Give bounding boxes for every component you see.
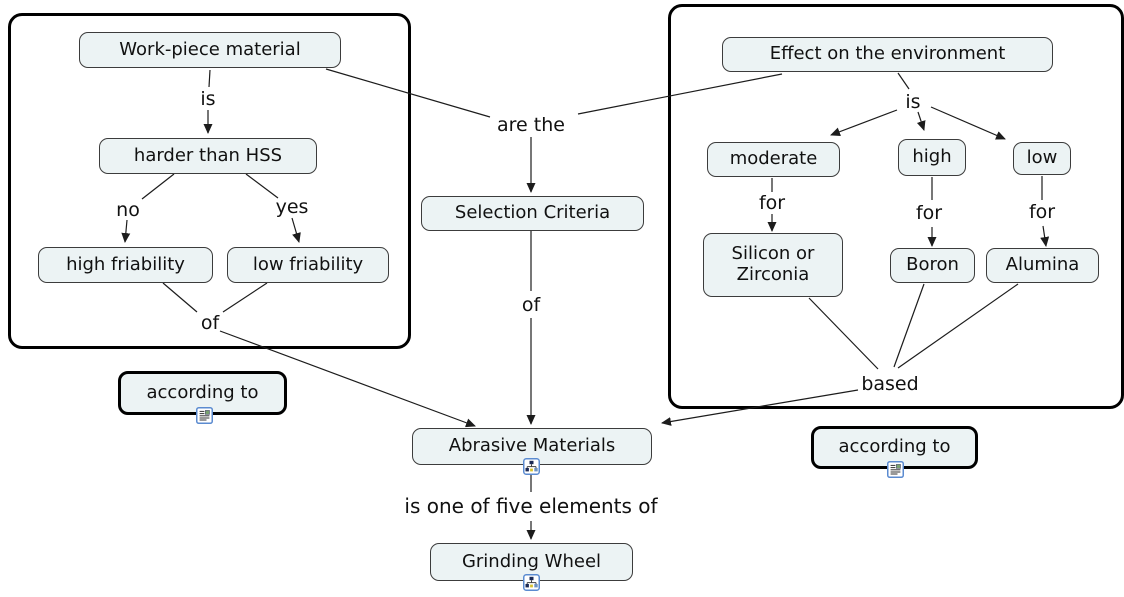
node-alumina[interactable]: Alumina — [986, 248, 1099, 283]
link-label-for-high: for — [915, 202, 943, 224]
link-label-for-moderate: for — [758, 192, 786, 214]
node-label: Selection Criteria — [454, 202, 611, 224]
node-harder-than-hss[interactable]: harder than HSS — [99, 138, 317, 174]
node-label: high — [912, 146, 952, 168]
submap-icon[interactable] — [523, 574, 540, 591]
node-label: Abrasive Materials — [448, 435, 616, 457]
node-high[interactable]: high — [898, 139, 966, 176]
link-label-one-of-five: is one of five elements of — [404, 494, 658, 518]
link-label-are-the: are the — [497, 114, 565, 136]
node-label: moderate — [729, 148, 818, 170]
link-label-yes: yes — [275, 196, 309, 218]
node-grinding-wheel[interactable]: Grinding Wheel — [430, 543, 633, 581]
document-icon — [196, 407, 213, 424]
concept-map-icon — [523, 574, 540, 591]
node-label: Alumina — [1005, 254, 1080, 276]
link-label-based: based — [861, 373, 919, 395]
node-label: Boron — [906, 254, 959, 276]
link-label-no: no — [116, 199, 140, 221]
node-moderate[interactable]: moderate — [707, 142, 840, 177]
node-label: according to — [838, 436, 951, 458]
workpiece-group-frame — [8, 13, 411, 349]
node-label: harder than HSS — [133, 144, 283, 166]
link-label-of-left: of — [200, 312, 220, 334]
node-low-friability[interactable]: low friability — [227, 247, 389, 283]
node-label: Silicon or Zirconia — [731, 243, 815, 285]
node-label: low friability — [252, 253, 364, 275]
node-label: Effect on the environment — [769, 43, 1006, 65]
submap-icon[interactable] — [523, 458, 540, 475]
document-icon — [887, 461, 904, 478]
node-label: according to — [146, 381, 259, 403]
node-label: low — [1026, 147, 1058, 169]
link-label-is-right: is — [905, 91, 921, 113]
node-label: Grinding Wheel — [461, 550, 602, 572]
link-label-of-center: of — [521, 294, 541, 316]
resource-icon[interactable] — [887, 461, 904, 478]
link-label-is-left: is — [200, 88, 216, 110]
link-label-for-low: for — [1028, 201, 1056, 223]
node-boron[interactable]: Boron — [890, 248, 975, 283]
node-silicon-or-zirconia[interactable]: Silicon or Zirconia — [703, 233, 843, 297]
node-high-friability[interactable]: high friability — [38, 247, 213, 283]
node-label: Work-piece material — [119, 38, 301, 60]
resource-icon[interactable] — [196, 407, 213, 424]
node-selection-criteria[interactable]: Selection Criteria — [421, 196, 644, 231]
node-workpiece-material[interactable]: Work-piece material — [79, 32, 341, 68]
concept-map-icon — [523, 458, 540, 475]
node-label: high friability — [66, 253, 185, 275]
node-effect-on-environment[interactable]: Effect on the environment — [722, 37, 1053, 72]
node-low[interactable]: low — [1013, 142, 1071, 175]
environment-group-frame — [668, 4, 1124, 409]
